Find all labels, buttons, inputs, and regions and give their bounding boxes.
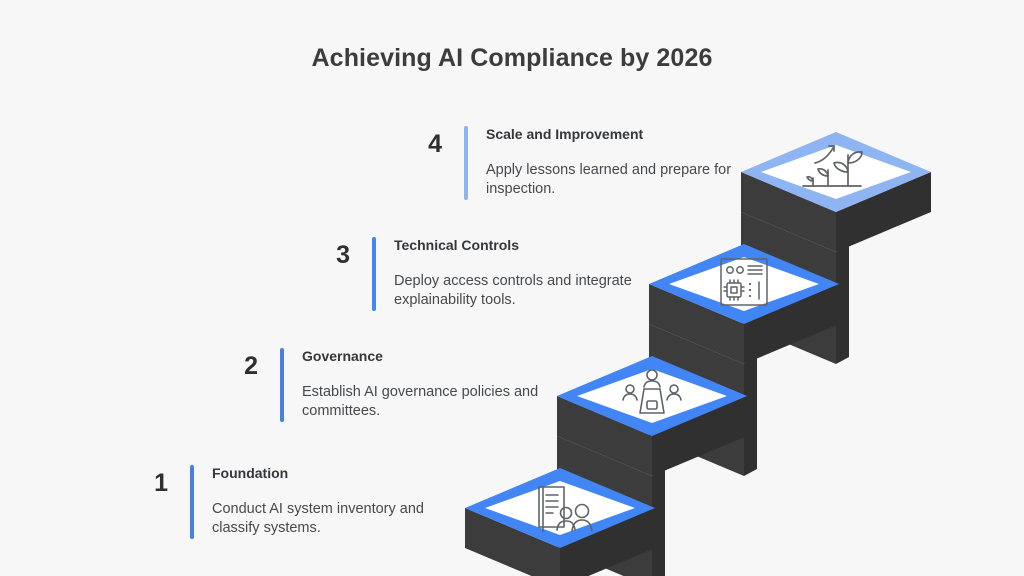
step-accent-bar-2: [280, 348, 284, 422]
step-heading-4: Scale and Improvement: [486, 126, 644, 142]
riser-step-4: [741, 172, 931, 252]
server-chip-icon: [720, 258, 768, 306]
step-number-2: 2: [244, 352, 258, 380]
platform-step-4[interactable]: [741, 132, 931, 212]
platform-step-2[interactable]: [557, 356, 747, 436]
step-heading-1: Foundation: [212, 465, 289, 481]
step-description-2: Establish AI governance policies and com…: [302, 383, 539, 420]
step-text-3: Technical Controls Deploy access control…: [394, 237, 646, 311]
step-accent-bar-4: [464, 126, 468, 200]
step-number-1: 1: [154, 469, 168, 497]
step-block-1: 1 Foundation Conduct AI system inventory…: [126, 465, 464, 539]
step-block-4: 4 Scale and Improvement Apply lessons le…: [400, 126, 738, 200]
step-description-4: Apply lessons learned and prepare for in…: [486, 161, 732, 198]
step-text-1: Foundation Conduct AI system inventory a…: [212, 465, 464, 539]
riser-step-1: [465, 508, 655, 576]
step-block-2: 2 Governance Establish AI governance pol…: [216, 348, 554, 422]
step-description-1: Conduct AI system inventory and classify…: [212, 500, 424, 537]
step-text-4: Scale and Improvement Apply lessons lear…: [486, 126, 738, 200]
step-heading-2: Governance: [302, 348, 383, 364]
platform-step-1[interactable]: [465, 468, 655, 548]
riser-step-2: [557, 396, 747, 476]
step-block-3: 3 Technical Controls Deploy access contr…: [308, 237, 646, 311]
committee-meeting-icon: [622, 369, 682, 414]
step-number-3: 3: [336, 241, 350, 269]
step-heading-3: Technical Controls: [394, 237, 519, 253]
step-number-4: 4: [428, 130, 442, 158]
step-accent-bar-1: [190, 465, 194, 539]
page-title: Achieving AI Compliance by 2026: [311, 44, 713, 72]
step-accent-bar-3: [372, 237, 376, 311]
riser-step-3: [649, 284, 839, 364]
document-people-icon: [538, 486, 593, 532]
platform-step-3[interactable]: [649, 244, 839, 324]
step-description-3: Deploy access controls and integrate exp…: [394, 272, 632, 309]
plant-growth-icon: [802, 145, 863, 187]
step-text-2: Governance Establish AI governance polic…: [302, 348, 554, 422]
